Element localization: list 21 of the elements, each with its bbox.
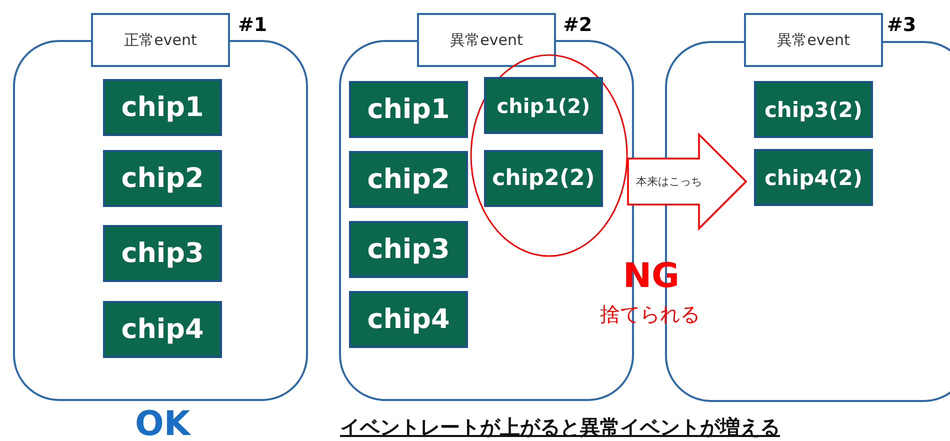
chip-box: chip2(2) <box>484 150 603 207</box>
edge-label: 本来はこっち <box>636 174 702 188</box>
chip-box: chip3(2) <box>754 81 873 138</box>
chip-box: chip1 <box>103 79 222 136</box>
chip-box: chip2 <box>349 151 468 208</box>
chip-box: chip3 <box>103 225 222 282</box>
panel-number: #2 <box>563 14 592 36</box>
status-text: OK <box>135 404 190 441</box>
chip-box: chip4 <box>349 291 468 348</box>
chip-box: chip4 <box>103 301 222 358</box>
chip-box: chip2 <box>103 150 222 207</box>
event-label: 正常event <box>91 13 230 67</box>
chip-box: chip1 <box>349 81 468 138</box>
panel-number: #1 <box>238 14 268 36</box>
event-label: 異常event <box>744 13 883 67</box>
panel-number: #3 <box>887 14 916 36</box>
event-label: 異常event <box>417 13 556 67</box>
chip-box: chip1(2) <box>484 77 603 134</box>
chip-box: chip4(2) <box>754 149 873 206</box>
caption: イベントレートが上がると異常イベントが増える <box>340 414 780 441</box>
chip-box: chip3 <box>349 221 468 278</box>
